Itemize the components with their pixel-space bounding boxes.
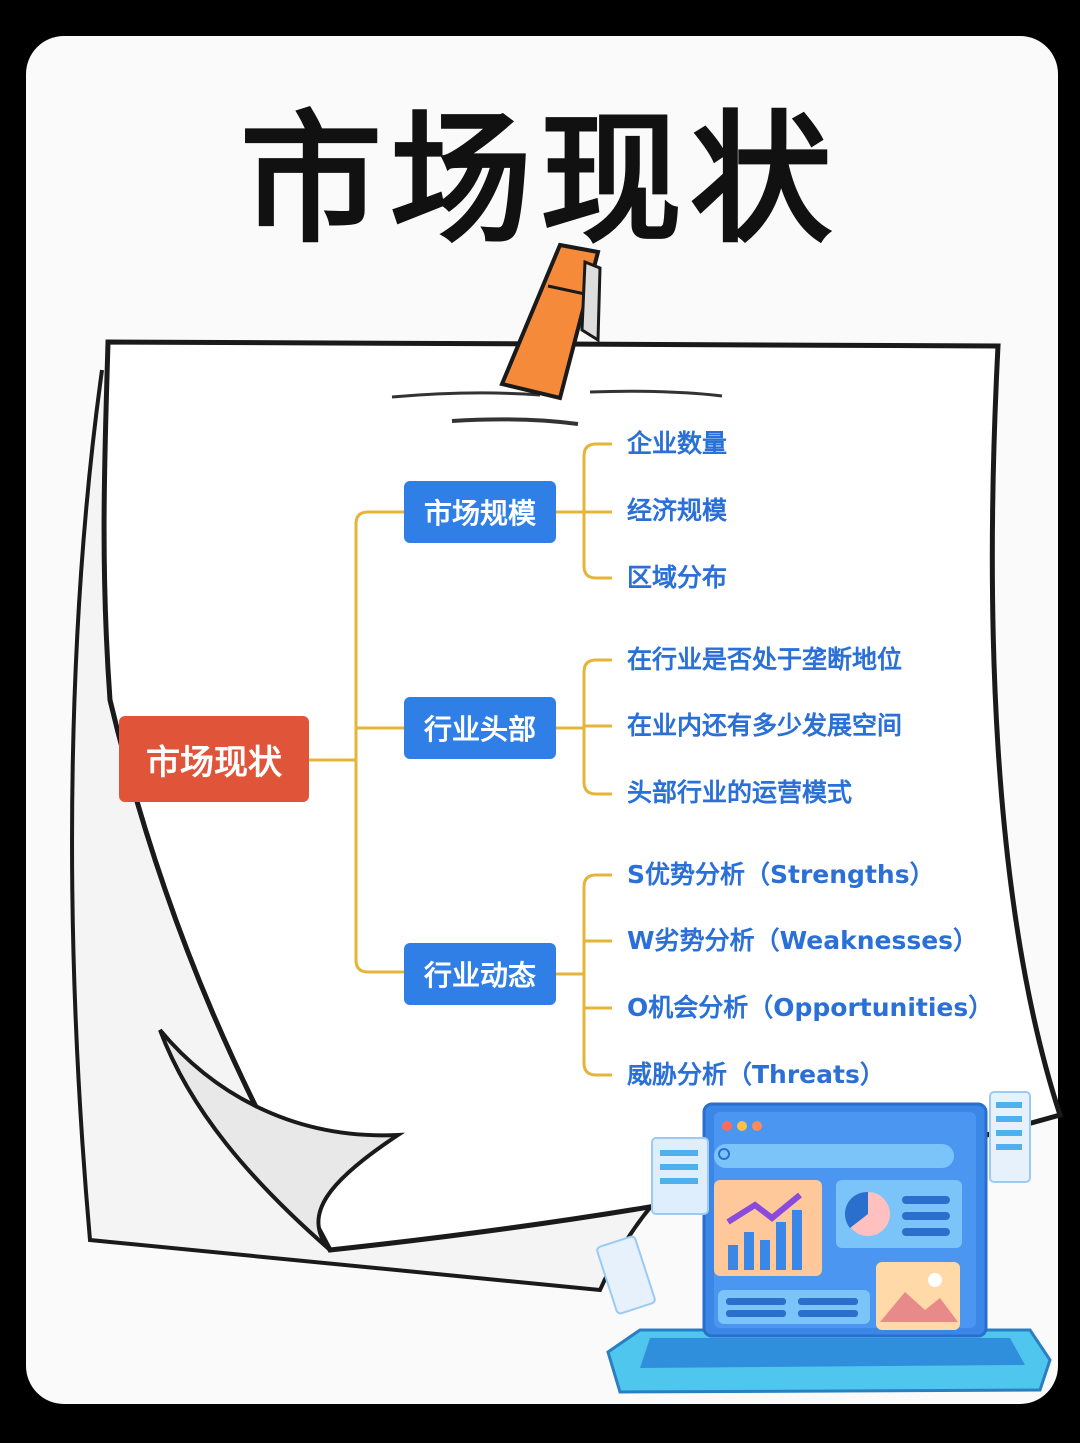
branch-industry-leaders: 行业头部 — [404, 697, 556, 759]
leaf-node: 经济规模 — [627, 496, 728, 525]
laptop-illustration — [596, 1091, 1052, 1394]
leaf-node: O机会分析（Opportunities） — [627, 993, 994, 1022]
leaf-node: W劣势分析（Weaknesses） — [627, 926, 979, 955]
branch-market-scale: 市场规模 — [404, 481, 556, 543]
connectors — [309, 442, 612, 1077]
leaf-node: 在行业是否处于垄断地位 — [627, 645, 903, 674]
curled-corner — [158, 1028, 406, 1252]
leaf-node: 在业内还有多少发展空间 — [627, 711, 903, 740]
leaf-node: 企业数量 — [627, 429, 728, 458]
leaf-node: S优势分析（Strengths） — [627, 860, 935, 889]
clip-icon — [499, 242, 602, 401]
leaf-node: 头部行业的运营模式 — [627, 778, 853, 807]
branch-industry-dynamics: 行业动态 — [404, 943, 556, 1005]
leaf-node: 区域分布 — [627, 563, 728, 592]
page-title: 市场现状 — [240, 98, 840, 263]
leaf-node: 威胁分析（Threats） — [627, 1060, 885, 1089]
root-node: 市场现状 — [119, 716, 309, 802]
